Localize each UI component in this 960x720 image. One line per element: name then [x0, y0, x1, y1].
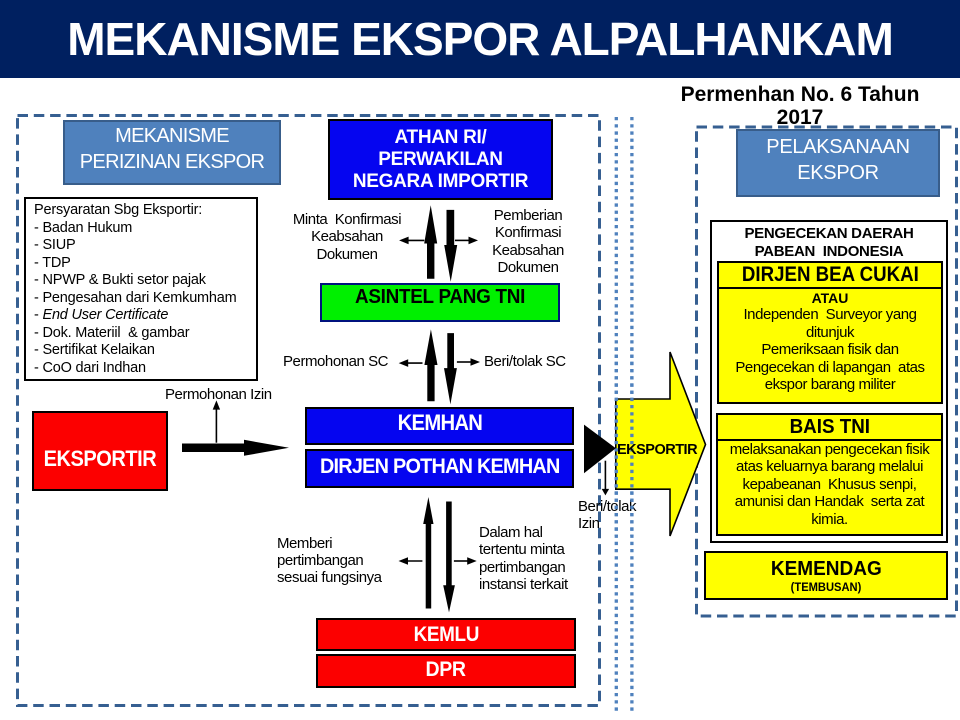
svg-text:EKSPORTIR: EKSPORTIR: [617, 442, 698, 458]
